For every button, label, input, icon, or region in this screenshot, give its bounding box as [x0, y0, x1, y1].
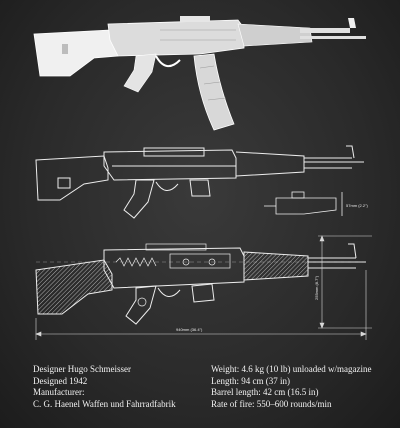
- design-info-column: Designer Hugo Schmeisser Designed 1942 M…: [33, 364, 176, 410]
- rifle-side-view-solid: [33, 16, 366, 131]
- weight-line: Weight: 4.6 kg (10 lb) unloaded w/magazi…: [211, 364, 372, 374]
- length-line: Length: 94 cm (37 in): [211, 375, 290, 386]
- height-dimension: 255mm (8.7"): [314, 275, 319, 300]
- dimension-lines: [35, 235, 372, 340]
- rear-sight-detail-view: 57mm (2.2"): [264, 191, 369, 216]
- overall-length-dimension: 940mm (36.4"): [176, 327, 203, 332]
- specifications-panel: Designer Hugo Schmeisser Designed 1942 M…: [0, 362, 400, 428]
- barrel-length-line: Barrel length: 42 cm (16.5 in): [211, 387, 319, 398]
- manufacturer-label: Manufacturer:: [33, 387, 85, 398]
- rate-of-fire-line: Rate of fire: 550–600 rounds/min: [211, 398, 332, 409]
- manufacturer-name: C. G. Haenel Waffen und Fahrradfabrik: [33, 398, 176, 409]
- rifle-side-view-outline: [35, 145, 364, 219]
- designed-year-line: Designed 1942: [33, 375, 88, 386]
- technical-specs-column: Weight: 4.6 kg (10 lb) unloaded w/magazi…: [211, 364, 371, 410]
- designer-line: Designer Hugo Schmeisser: [33, 364, 131, 374]
- rifle-blueprint-drawing: 57mm (2.2"): [33, 16, 372, 340]
- rifle-cutaway-view: [35, 243, 366, 325]
- detail-height-dimension: 57mm (2.2"): [346, 203, 369, 208]
